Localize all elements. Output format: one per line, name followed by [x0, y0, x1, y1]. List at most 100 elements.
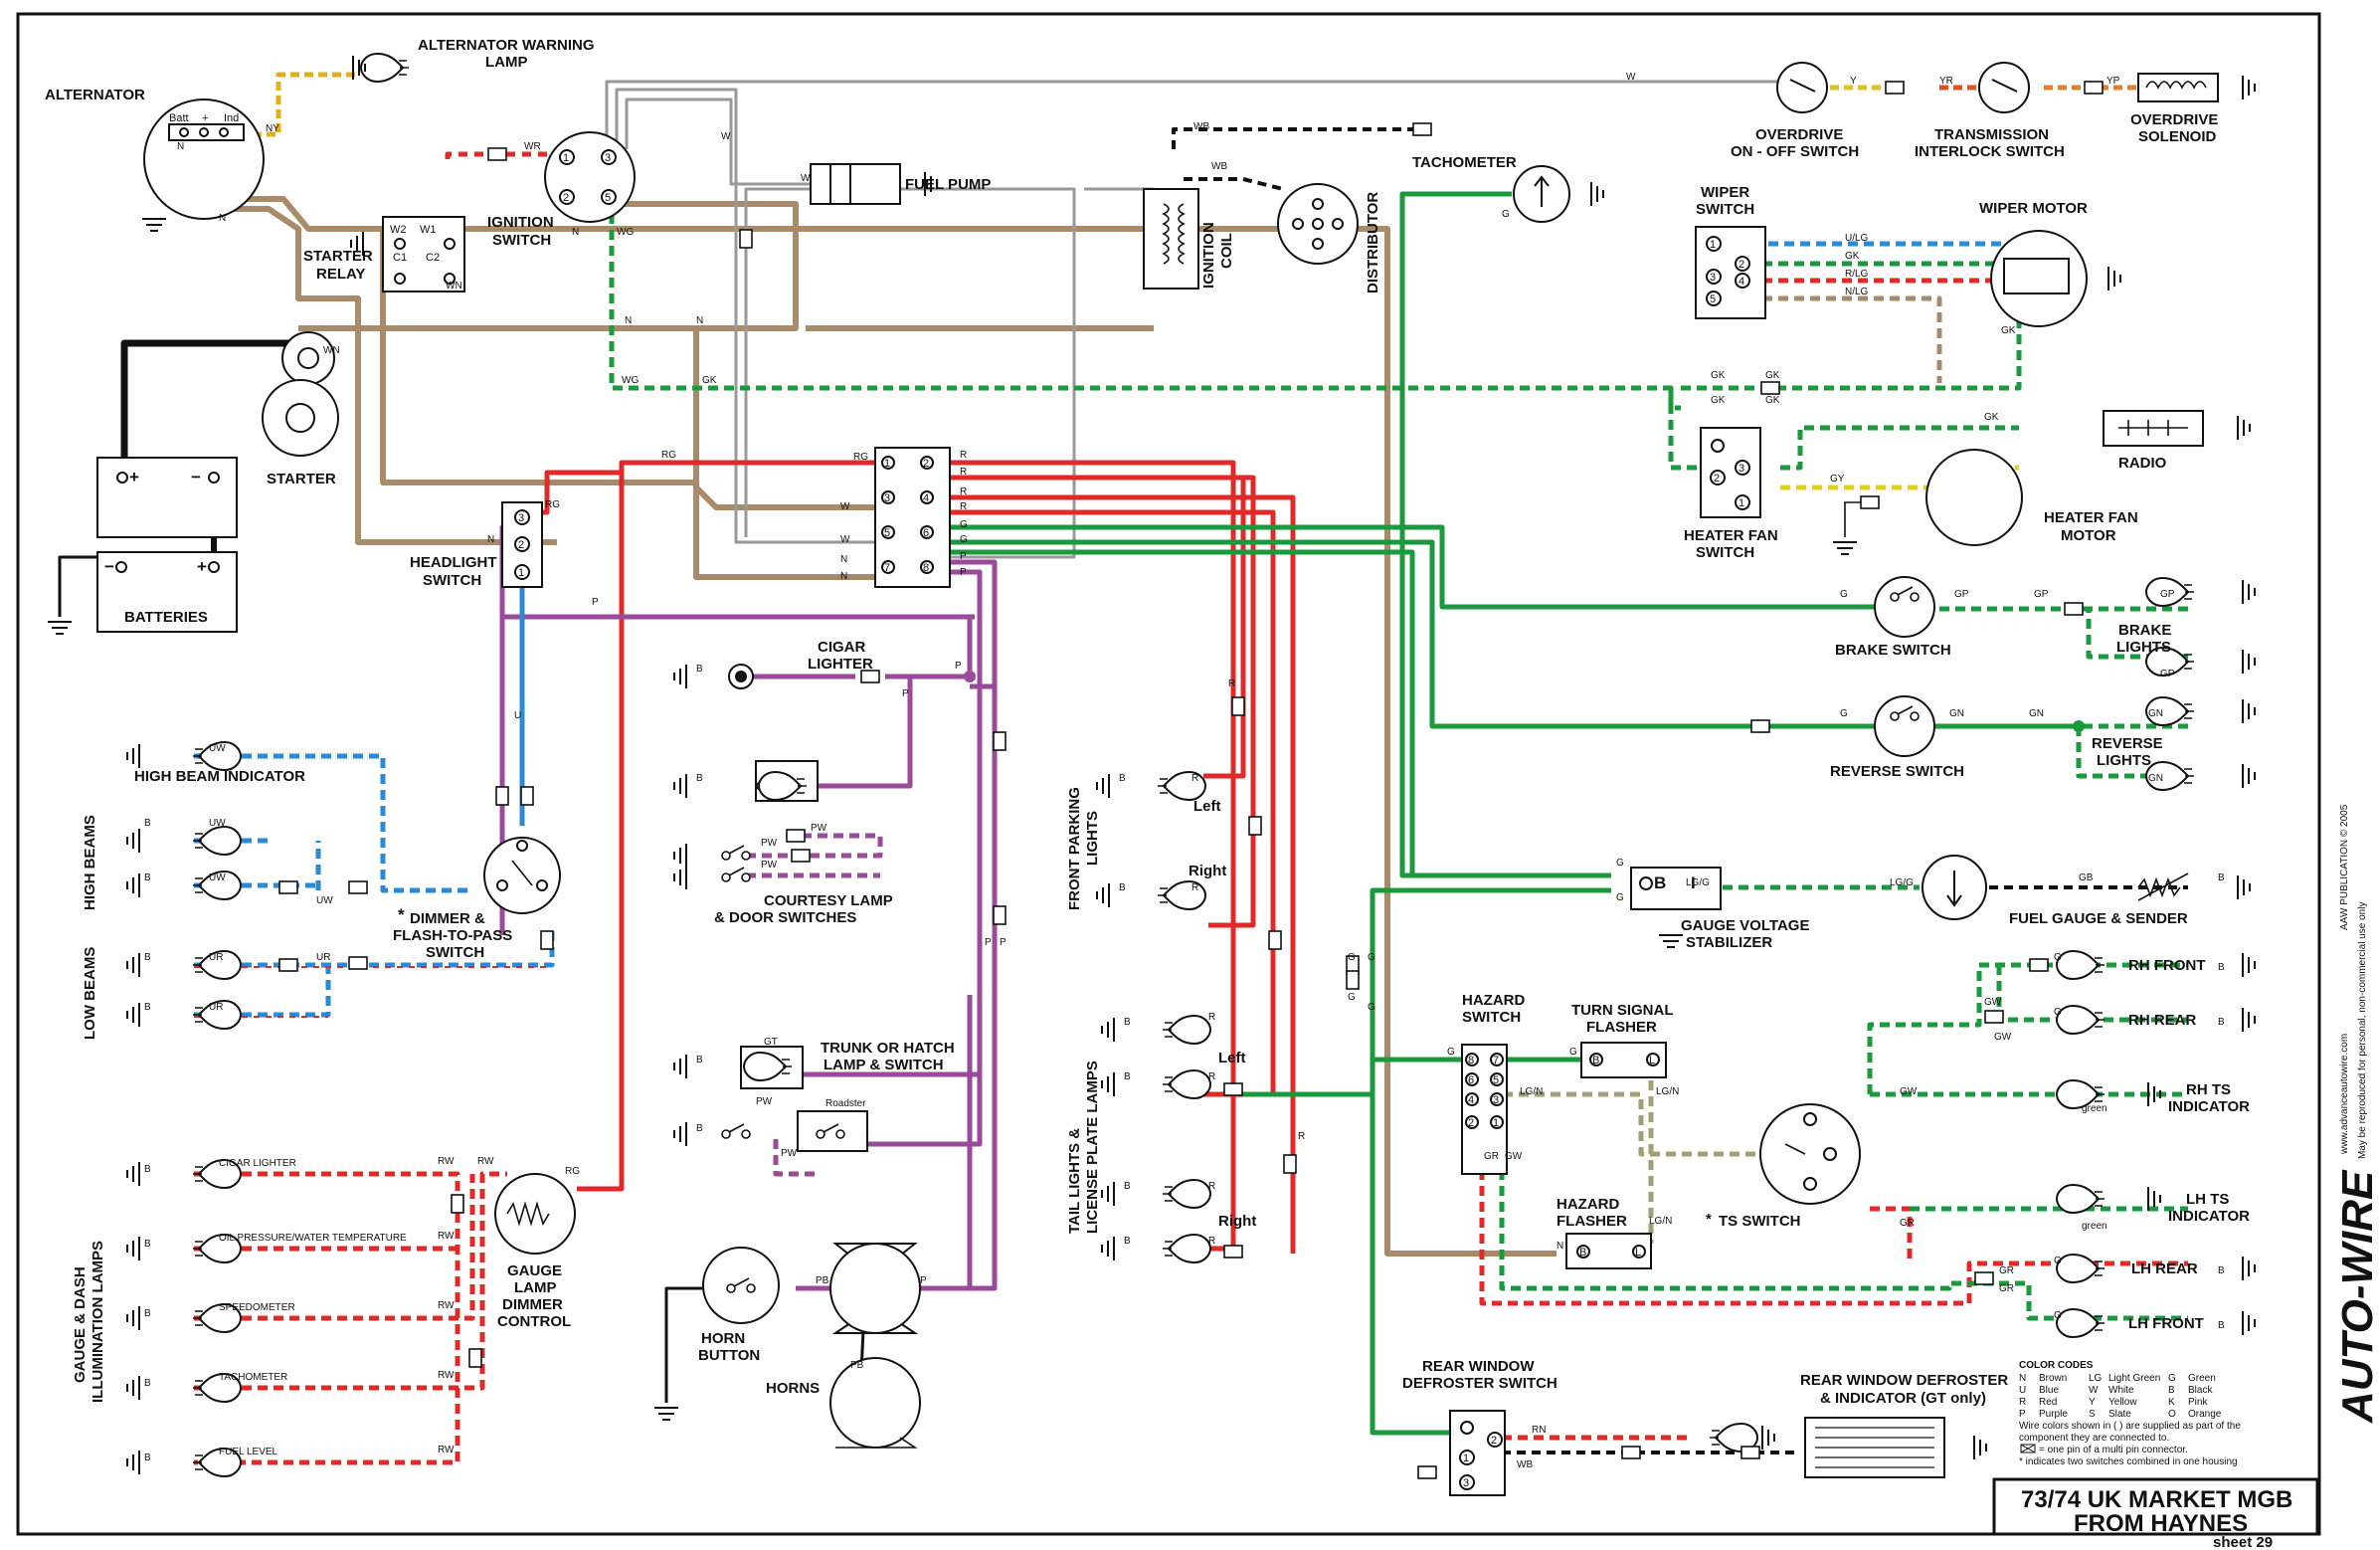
svg-text:LG/G: LG/G — [1890, 877, 1914, 888]
svg-text:3: 3 — [518, 512, 524, 524]
svg-text:WB: WB — [1193, 121, 1209, 132]
courtesy-lamp-switches: COURTESY LAMP & DOOR SWITCHES — [673, 760, 893, 926]
svg-text:& INDICATOR (GT only): & INDICATOR (GT only) — [1820, 1390, 1986, 1407]
svg-text:WB: WB — [1211, 161, 1227, 172]
svg-text:P: P — [960, 567, 967, 578]
svg-text:Slate: Slate — [2108, 1409, 2131, 1420]
svg-text:RW: RW — [438, 1231, 455, 1242]
svg-text:Y: Y — [2089, 1397, 2096, 1408]
svg-text:Left: Left — [1218, 1050, 1246, 1066]
svg-text:P: P — [1000, 937, 1007, 948]
svg-text:SWITCH: SWITCH — [1462, 1009, 1521, 1026]
svg-text:GB: GB — [2079, 872, 2094, 883]
svg-text:GAUGE & DASH: GAUGE & DASH — [72, 1266, 89, 1383]
svg-text:S: S — [2089, 1409, 2096, 1420]
svg-text:SWITCH: SWITCH — [1696, 544, 1754, 561]
svg-text:GW: GW — [1984, 997, 2002, 1008]
svg-text:L: L — [1635, 1247, 1641, 1259]
svg-text:B: B — [144, 1453, 151, 1463]
svg-text:MOTOR: MOTOR — [2061, 527, 2116, 544]
svg-text:OVERDRIVE: OVERDRIVE — [2130, 111, 2218, 128]
svg-text:*: * — [398, 905, 405, 924]
svg-text:WG: WG — [622, 375, 639, 386]
svg-text:FLASH-TO-PASS: FLASH-TO-PASS — [393, 927, 512, 944]
svg-text:LH TS: LH TS — [2186, 1191, 2229, 1208]
svg-text:GP: GP — [2160, 589, 2175, 600]
svg-text:6: 6 — [1468, 1074, 1474, 1086]
svg-text:B: B — [144, 1002, 151, 1013]
svg-text:COLOR CODES: COLOR CODES — [2019, 1360, 2094, 1371]
svg-text:G: G — [1840, 708, 1848, 719]
svg-text:1: 1 — [563, 152, 569, 164]
tachometer: TACHOMETER — [1412, 154, 1604, 223]
svg-text:GY: GY — [1830, 474, 1845, 484]
tail-license-lamps: Left Right TAIL LIGHTS & LICENSE PLATE L… — [1066, 1015, 1256, 1263]
horn-button: HORN BUTTON — [653, 1247, 780, 1421]
svg-text:Green: Green — [2188, 1373, 2216, 1384]
svg-text:AAW PUBLICATION © 2005: AAW PUBLICATION © 2005 — [2339, 804, 2350, 930]
svg-text:ILLUMINATION LAMPS: ILLUMINATION LAMPS — [90, 1241, 106, 1403]
color-code-legend: COLOR CODES N Brown LG Light Green G Gre… — [2019, 1360, 2241, 1467]
svg-text:RN: RN — [1532, 1425, 1546, 1436]
fuel-pump: FUEL PUMP — [810, 163, 991, 205]
brake-lights: BRAKE LIGHTS — [2116, 577, 2256, 677]
svg-text:FUEL PUMP: FUEL PUMP — [905, 176, 991, 193]
svg-text:= one pin of a multi pin conne: = one pin of a multi pin connector. — [2039, 1445, 2188, 1455]
svg-text:G: G — [1368, 952, 1375, 963]
svg-text:TACHOMETER: TACHOMETER — [1412, 154, 1517, 171]
svg-text:GN: GN — [2148, 708, 2163, 719]
svg-text:I: I — [1691, 873, 1696, 892]
svg-text:B: B — [1119, 882, 1126, 893]
svg-text:1: 1 — [1463, 1453, 1469, 1464]
svg-text:COIL: COIL — [1218, 233, 1235, 269]
radio: RADIO — [2103, 410, 2251, 472]
svg-text:WB: WB — [1517, 1459, 1533, 1470]
svg-text:G: G — [2054, 1310, 2062, 1321]
svg-text:Right: Right — [1189, 863, 1226, 879]
svg-text:LG/N: LG/N — [1520, 1086, 1543, 1097]
svg-text:R: R — [1191, 882, 1198, 893]
svg-text:REAR WINDOW: REAR WINDOW — [1422, 1358, 1535, 1375]
svg-text:B: B — [1124, 1071, 1131, 1082]
svg-text:TACHOMETER: TACHOMETER — [219, 1372, 287, 1383]
fuel-gauge-sender: FUEL GAUGE & SENDER — [1922, 855, 2251, 927]
svg-text:COURTESY LAMP: COURTESY LAMP — [764, 892, 893, 909]
svg-text:3: 3 — [1710, 272, 1716, 284]
svg-text:3: 3 — [1493, 1094, 1499, 1106]
alt-term-batt: Batt — [169, 112, 189, 124]
svg-text:3: 3 — [884, 492, 890, 504]
svg-text:2: 2 — [1714, 473, 1720, 484]
svg-text:4: 4 — [923, 492, 929, 504]
svg-text:Pink: Pink — [2188, 1397, 2208, 1408]
svg-text:Purple: Purple — [2039, 1409, 2068, 1420]
svg-text:G: G — [1569, 1047, 1577, 1058]
svg-text:* indicates two switches combi: * indicates two switches combined in one… — [2019, 1456, 2238, 1467]
svg-text:RH TS: RH TS — [2186, 1081, 2231, 1098]
svg-text:RH FRONT: RH FRONT — [2128, 957, 2206, 974]
svg-text:Blue: Blue — [2039, 1385, 2059, 1396]
svg-text:WN: WN — [323, 345, 340, 356]
svg-text:W: W — [1626, 72, 1636, 83]
svg-text:G: G — [2168, 1373, 2176, 1384]
svg-text:GN: GN — [1949, 708, 1964, 719]
alternator: Batt + Ind ALTERNATOR — [45, 87, 265, 232]
svg-text:GW: GW — [1900, 1086, 1918, 1097]
svg-text:P: P — [592, 597, 599, 608]
svg-text:RW: RW — [438, 1156, 455, 1167]
svg-text:GR: GR — [1999, 1265, 2014, 1276]
svg-text:HAZARD: HAZARD — [1556, 1196, 1619, 1213]
svg-text:2: 2 — [518, 539, 524, 551]
svg-text:K: K — [2168, 1397, 2175, 1408]
transmission-interlock-switch: TRANSMISSION INTERLOCK SWITCH — [1915, 62, 2065, 160]
svg-text:ON - OFF SWITCH: ON - OFF SWITCH — [1731, 143, 1859, 160]
svg-text:OIL PRESSURE/WATER TEMPERATURE: OIL PRESSURE/WATER TEMPERATURE — [219, 1233, 407, 1244]
high-beam-indicator-lamp: HIGH BEAM INDICATOR — [126, 741, 305, 785]
brake-switch: BRAKE SWITCH — [1835, 576, 1951, 659]
svg-text:OVERDRIVE: OVERDRIVE — [1755, 126, 1843, 143]
svg-text:RH REAR: RH REAR — [2128, 1012, 2197, 1029]
svg-text:2: 2 — [1739, 259, 1744, 271]
svg-text:RELAY: RELAY — [316, 266, 365, 283]
wiper-switch: 1 3 5 2 4 WIPER SWITCH — [1695, 184, 1766, 319]
title-line-2: FROM HAYNES — [2074, 1510, 2248, 1537]
